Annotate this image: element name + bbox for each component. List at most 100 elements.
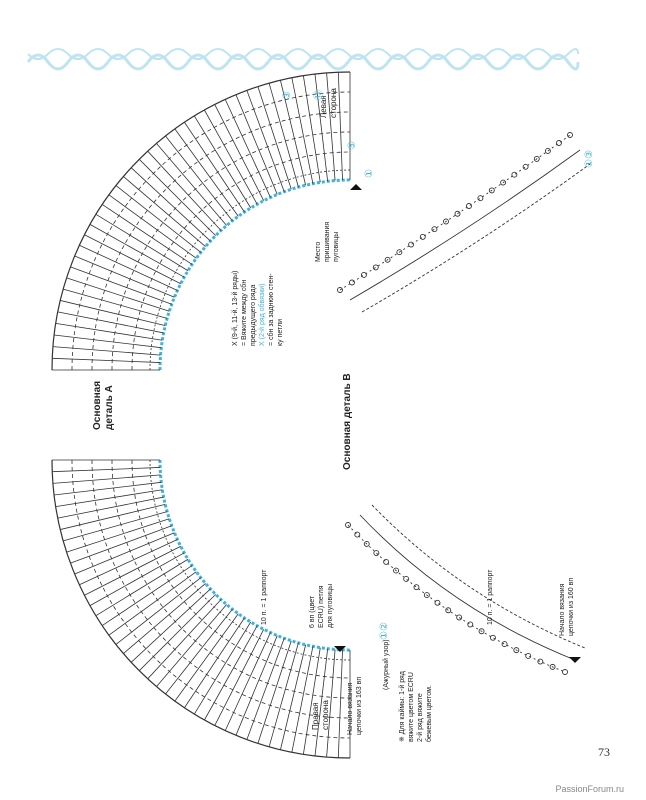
button-place-label: Место пришивания пуговицы bbox=[315, 222, 340, 262]
stitch-spoke bbox=[165, 608, 233, 695]
svg-text:= Вяжите между сбн: = Вяжите между сбн bbox=[240, 280, 248, 346]
stitch-spoke bbox=[79, 244, 178, 291]
stitch-spoke bbox=[60, 300, 166, 327]
stitch-spoke bbox=[268, 83, 299, 188]
stitch-spoke bbox=[214, 629, 265, 726]
stitch-spoke bbox=[52, 346, 161, 356]
picot-mark bbox=[456, 614, 463, 621]
stitch-spoke bbox=[235, 94, 278, 195]
picot-mark bbox=[500, 179, 507, 186]
stitch-spoke bbox=[123, 583, 206, 654]
picot-mark bbox=[360, 272, 367, 278]
picot-mark bbox=[373, 550, 380, 556]
picot-mark bbox=[511, 171, 518, 178]
picot-mark bbox=[466, 203, 472, 209]
svg-text:сторона: сторона bbox=[329, 88, 338, 118]
picot-mark bbox=[556, 140, 562, 146]
stitch-spoke bbox=[314, 648, 329, 756]
stitch-spoke bbox=[54, 481, 162, 496]
stitch-spoke bbox=[184, 617, 245, 709]
picot-mark bbox=[423, 592, 430, 599]
stitch-spoke bbox=[101, 204, 193, 265]
picot-mark bbox=[431, 226, 438, 233]
picot-mark bbox=[562, 669, 568, 675]
stitch-spoke bbox=[66, 277, 170, 312]
picot-mark bbox=[567, 132, 573, 138]
picot-mark bbox=[537, 658, 544, 665]
stitch-spoke bbox=[214, 104, 265, 201]
svg-text:①③: ①③ bbox=[584, 150, 595, 168]
picot-mark bbox=[443, 218, 449, 225]
scroll-ornament-icon bbox=[26, 48, 580, 71]
stitch-spoke bbox=[280, 644, 307, 750]
stitch-spoke bbox=[52, 357, 161, 363]
picot-mark bbox=[478, 628, 485, 635]
detail-a-right-fan bbox=[51, 71, 351, 371]
svg-text:10 п. = 1 раппорт: 10 п. = 1 раппорт bbox=[261, 569, 268, 625]
stitch-spoke bbox=[147, 599, 222, 680]
picot-mark bbox=[383, 558, 390, 565]
svg-text:10 п. = 1 раппорт: 10 п. = 1 раппорт bbox=[487, 569, 494, 625]
stitch-spoke bbox=[156, 143, 227, 226]
stitch-spoke bbox=[314, 74, 329, 182]
stitch-spoke bbox=[130, 588, 211, 663]
left-side-label: Левая сторона bbox=[319, 88, 338, 118]
stitch-spoke bbox=[108, 194, 197, 259]
stitch-spoke bbox=[257, 640, 292, 744]
picot-mark bbox=[477, 195, 484, 202]
picot-mark bbox=[490, 634, 496, 641]
svg-text:пришивания: пришивания bbox=[324, 222, 331, 262]
picot-mark bbox=[445, 607, 452, 614]
detail-b-title: Основная деталь В bbox=[342, 373, 353, 470]
stitch-spoke bbox=[138, 594, 216, 672]
stitch-spoke bbox=[123, 176, 206, 247]
picot-mark bbox=[337, 287, 343, 293]
picot-mark bbox=[384, 256, 391, 263]
svg-text:Левая: Левая bbox=[319, 95, 328, 118]
stitch-spoke bbox=[115, 577, 202, 645]
stitch-spoke bbox=[193, 621, 252, 715]
svg-text:пуговицы: пуговицы bbox=[333, 232, 340, 262]
stitch-spoke bbox=[70, 266, 172, 305]
stitch-spoke bbox=[55, 489, 163, 508]
stitch-spoke bbox=[84, 545, 181, 596]
legend-block: X (9-й, 11-й, 13-й ряды) = Вяжите между … bbox=[231, 271, 284, 346]
stitch-spoke bbox=[52, 467, 161, 473]
stitch-spoke bbox=[257, 86, 292, 190]
stitch-spoke bbox=[130, 167, 211, 242]
start-arrow-icon bbox=[334, 184, 581, 663]
stitch-spoke bbox=[184, 121, 245, 213]
picot-mark bbox=[467, 621, 474, 628]
svg-text:⑤: ⑤ bbox=[347, 141, 358, 150]
picot-mark bbox=[349, 279, 355, 286]
stitch-spoke bbox=[74, 255, 175, 298]
stitch-spoke bbox=[66, 518, 170, 553]
stitch-spoke bbox=[337, 72, 343, 181]
svg-text:бежевым цветом.: бежевым цветом. bbox=[425, 685, 433, 742]
stitch-spoke bbox=[156, 604, 227, 687]
detail-b-lower-strip bbox=[345, 504, 586, 675]
stitch-spoke bbox=[224, 632, 271, 731]
svg-text:X (2-й ряд обвязки): X (2-й ряд обвязки) bbox=[258, 283, 266, 346]
stitch-spoke bbox=[174, 128, 239, 217]
row-marker-3: ③ bbox=[282, 91, 293, 100]
row-marker-1: ① bbox=[364, 169, 375, 178]
picot-mark bbox=[488, 187, 495, 194]
pattern-note: (Ажурный узор) bbox=[382, 639, 390, 690]
stitch-spoke bbox=[302, 75, 321, 183]
stitch-spoke bbox=[63, 511, 168, 542]
stitch-spoke bbox=[193, 115, 252, 209]
stitch-spoke bbox=[246, 638, 285, 740]
svg-text:вяжите цветом ECRU: вяжите цветом ECRU bbox=[408, 672, 415, 742]
stitch-spoke bbox=[95, 213, 189, 272]
svg-text:6 вп (цвет: 6 вп (цвет bbox=[309, 595, 316, 628]
right-side-label: Правая сторона bbox=[311, 700, 330, 730]
detail-a-left-fan bbox=[51, 459, 351, 759]
picot-mark bbox=[345, 522, 351, 528]
detail-a-title: Основная деталь А bbox=[92, 381, 115, 430]
stitch-spoke bbox=[224, 99, 271, 198]
stitch-spoke bbox=[54, 334, 162, 349]
svg-text:①: ① bbox=[364, 169, 375, 178]
stitch-spoke bbox=[57, 496, 164, 519]
